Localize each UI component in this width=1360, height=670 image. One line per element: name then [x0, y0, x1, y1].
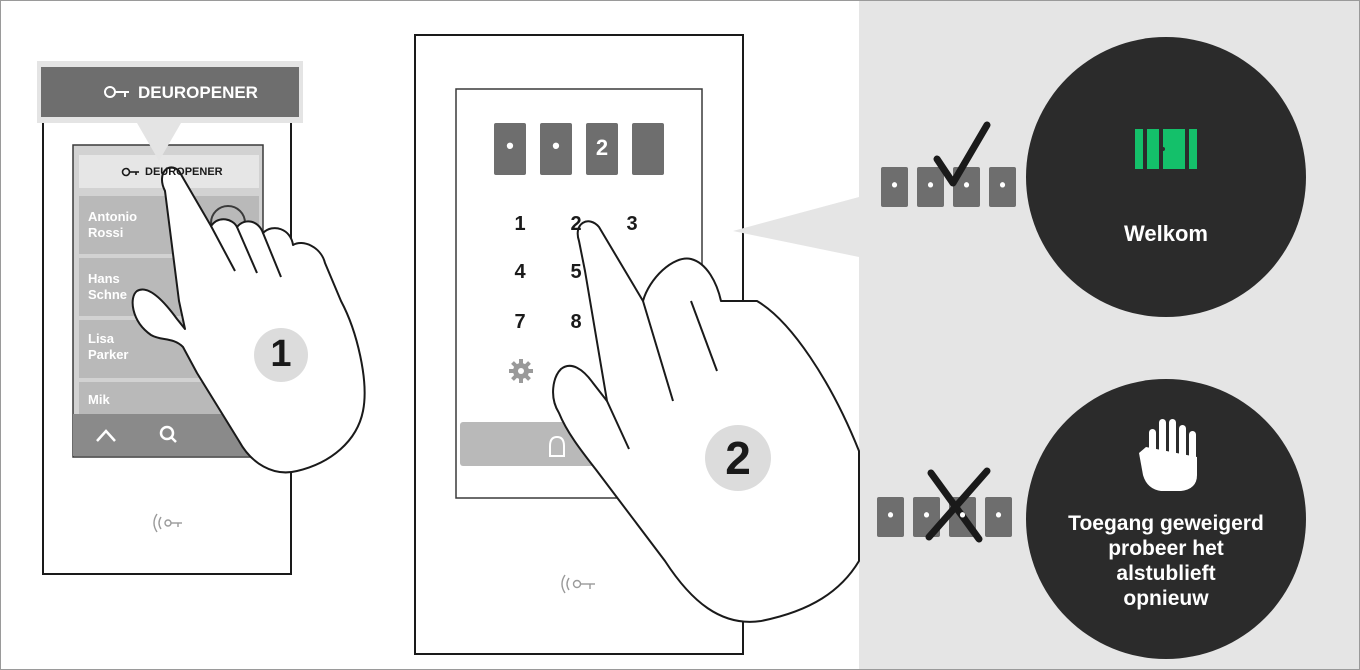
keypad-key-7[interactable]: 7 — [505, 311, 535, 334]
contact-first-name: Antonio — [88, 209, 137, 225]
fail-message: Toegang geweigerd probeer het alstublief… — [1041, 511, 1291, 611]
fail-message-line: alstublieft — [1041, 561, 1291, 586]
code-digit: • — [494, 133, 526, 159]
success-code-dot: • — [917, 175, 944, 196]
code-digit: 2 — [586, 135, 618, 161]
step-2-number: 2 — [708, 431, 768, 485]
contact-last-name: Parker — [88, 347, 128, 363]
success-code-dot: • — [881, 175, 908, 196]
contact-name[interactable]: Antonio Rossi — [88, 209, 137, 241]
success-message: Welkom — [1086, 221, 1246, 247]
contact-first-name: Mik — [88, 392, 110, 408]
door-opener-callout-label: DEUROPENER — [138, 83, 258, 103]
code-digit: • — [540, 133, 572, 159]
keypad-key-8[interactable]: 8 — [561, 311, 591, 334]
contact-name[interactable]: Lisa Parker — [88, 331, 128, 363]
fail-code-dot: • — [913, 505, 940, 526]
keypad-key-4[interactable]: 4 — [505, 261, 535, 284]
screen-door-opener-label[interactable]: DEUROPENER — [145, 166, 223, 178]
fail-code-dot: • — [985, 505, 1012, 526]
contact-first-name: Hans — [88, 271, 127, 287]
success-code-dot: • — [989, 175, 1016, 196]
success-code-dot: • — [953, 175, 980, 196]
gear-icon[interactable] — [509, 359, 533, 383]
fail-code-dot: • — [949, 505, 976, 526]
fail-message-line: Toegang geweigerd — [1041, 511, 1291, 536]
fail-message-line: probeer het — [1041, 536, 1291, 561]
keypad-key-5[interactable]: 5 — [561, 261, 591, 284]
contact-name[interactable]: Hans Schne — [88, 271, 127, 303]
fail-message-line: opnieuw — [1041, 586, 1291, 611]
code-digit-box — [632, 123, 664, 175]
step-1-number: 1 — [259, 333, 303, 376]
contact-first-name: Lisa — [88, 331, 128, 347]
keypad-key-1[interactable]: 1 — [505, 213, 535, 236]
callout-wedge — [733, 197, 859, 257]
keypad-key-3[interactable]: 3 — [617, 213, 647, 236]
contact-name[interactable]: Mik — [88, 392, 110, 408]
keypad-key-2[interactable]: 2 — [561, 213, 591, 236]
contact-last-name: Rossi — [88, 225, 137, 241]
fail-code-dot: • — [877, 505, 904, 526]
contact-last-name: Schne — [88, 287, 127, 303]
